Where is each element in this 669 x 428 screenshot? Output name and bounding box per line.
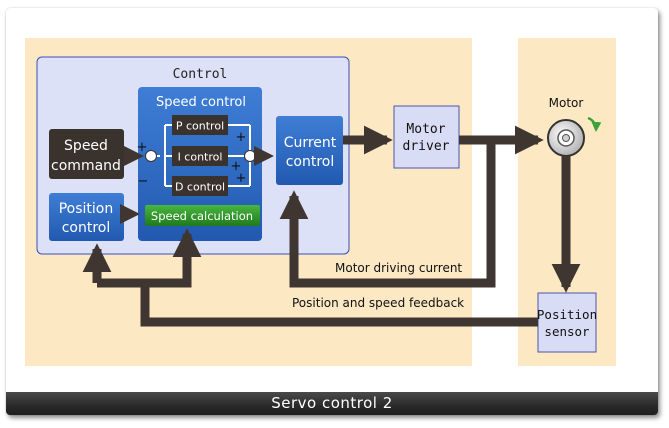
servo-diagram: Control Speed control P control I contro… [25, 38, 616, 366]
position-control-block [49, 193, 124, 241]
summing-junction-2 [244, 150, 256, 162]
i-control-box [172, 146, 228, 166]
speed-command-block [49, 129, 124, 179]
motor-driver-block [393, 105, 460, 169]
p-control-label: P control [176, 120, 224, 133]
sign-minus-feedback: − [138, 174, 149, 189]
summing-junction-1 [145, 150, 157, 162]
rotation-arrow-icon [587, 116, 602, 132]
motor-driver-line1: Motor [406, 122, 445, 137]
position-sensor-block [537, 292, 597, 353]
speed-command-line1: Speed [64, 138, 108, 154]
sign-plus-p: + [236, 130, 247, 145]
p-control-box [172, 115, 228, 135]
speed-control-wiring [156, 124, 251, 187]
motor-label: Motor [549, 96, 584, 110]
sign-plus-d: + [236, 171, 247, 186]
speed-control-label: Speed control [156, 95, 246, 110]
speed-command-line2: command [51, 158, 121, 174]
sign-plus-input: + [137, 140, 148, 155]
i-control-label: I control [178, 151, 223, 164]
speed-calculation-label: Speed calculation [151, 209, 253, 223]
motor-driving-current-label: Motor driving current [335, 261, 462, 275]
current-control-line1: Current [284, 135, 337, 151]
position-sensor-line1: Position [537, 307, 597, 322]
speed-calculation-bar [145, 205, 260, 226]
position-control-line1: Position [59, 201, 114, 217]
current-control-line2: control [286, 154, 335, 170]
d-control-box [172, 176, 228, 196]
sign-plus-i: + [231, 159, 242, 174]
position-sensor-line2: sensor [544, 324, 590, 339]
motor-driver-line2: driver [403, 139, 450, 154]
caption-bar: Servo control 2 [6, 392, 658, 415]
current-control-block [276, 116, 343, 185]
position-control-line2: control [62, 220, 111, 236]
control-group-label: Control [173, 67, 228, 82]
position-speed-feedback-label: Position and speed feedback [292, 296, 464, 310]
diagram-frame: Control Speed control P control I contro… [6, 8, 658, 415]
d-control-label: D control [175, 181, 225, 194]
motor-shaft [562, 134, 570, 142]
signal-connectors [82, 125, 581, 327]
